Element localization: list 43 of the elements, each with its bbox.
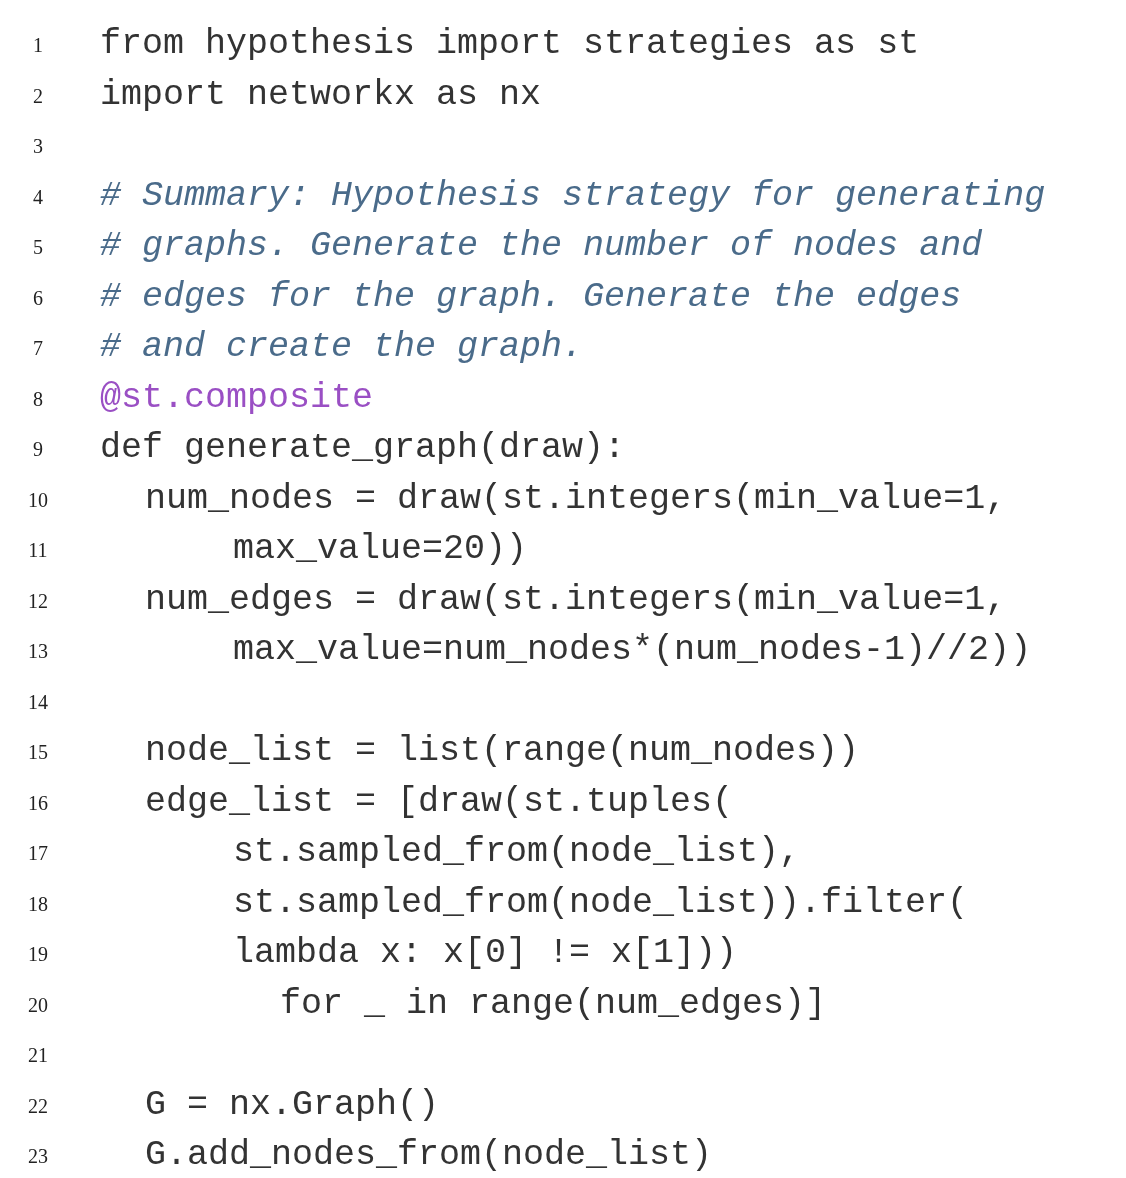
line-number: 2 (32, 84, 44, 108)
line-number: 23 (27, 1145, 49, 1168)
code-line: import networkx as nx (100, 74, 542, 115)
code-line: @st.composite (100, 377, 374, 418)
code-line: max_value=20)) (233, 529, 528, 569)
line-number: 20 (27, 993, 49, 1017)
code-comment: # and create the graph. (100, 327, 584, 367)
line-number: 12 (27, 589, 49, 613)
line-number: 17 (27, 842, 49, 865)
code-comment: # graphs. Generate the number of nodes and (100, 226, 983, 266)
code-comment: # edges for the graph. Generate the edges (100, 276, 962, 317)
line-number: 6 (32, 286, 44, 310)
code-line: num_edges = draw(st.integers(min_value=1, (145, 579, 1007, 620)
line-number: 13 (27, 640, 49, 663)
line-number: 8 (32, 387, 44, 411)
line-number: 5 (32, 236, 44, 259)
line-number: 4 (32, 185, 44, 209)
code-line: from hypothesis import strategies as st (100, 24, 920, 64)
code-line: node_list = list(range(num_nodes)) (145, 731, 860, 771)
line-number: 19 (27, 943, 49, 966)
line-number: 14 (27, 690, 49, 714)
code-comment: # Summary: Hypothesis strategy for generating (100, 175, 1046, 216)
line-number: 9 (32, 438, 44, 461)
code-line: max_value=num_nodes*(num_nodes-1)//2)) (233, 630, 1032, 670)
line-number: 3 (32, 135, 44, 158)
line-number: 11 (27, 539, 49, 562)
code-line: num_nodes = draw(st.integers(min_value=1, (145, 478, 1007, 519)
code-line: st.sampled_from(node_list), (233, 832, 801, 872)
line-number: 16 (27, 791, 49, 815)
line-number: 22 (27, 1094, 49, 1118)
line-number: 15 (27, 741, 49, 764)
line-number: 1 (32, 34, 44, 57)
code-line: edge_list = [draw(st.tuples( (145, 781, 734, 822)
line-number: 7 (32, 337, 44, 360)
code-line: G = nx.Graph() (145, 1084, 440, 1125)
code-line: lambda x: x[0] != x[1])) (233, 933, 738, 973)
line-number: 18 (27, 892, 49, 916)
line-number: 10 (27, 488, 49, 512)
code-line: def generate_graph(draw): (100, 428, 626, 468)
code-line: for _ in range(num_edges)] (280, 983, 827, 1024)
line-number: 21 (27, 1044, 49, 1067)
code-line: G.add_nodes_from(node_list) (145, 1135, 713, 1175)
code-line: st.sampled_from(node_list)).filter( (233, 882, 969, 923)
